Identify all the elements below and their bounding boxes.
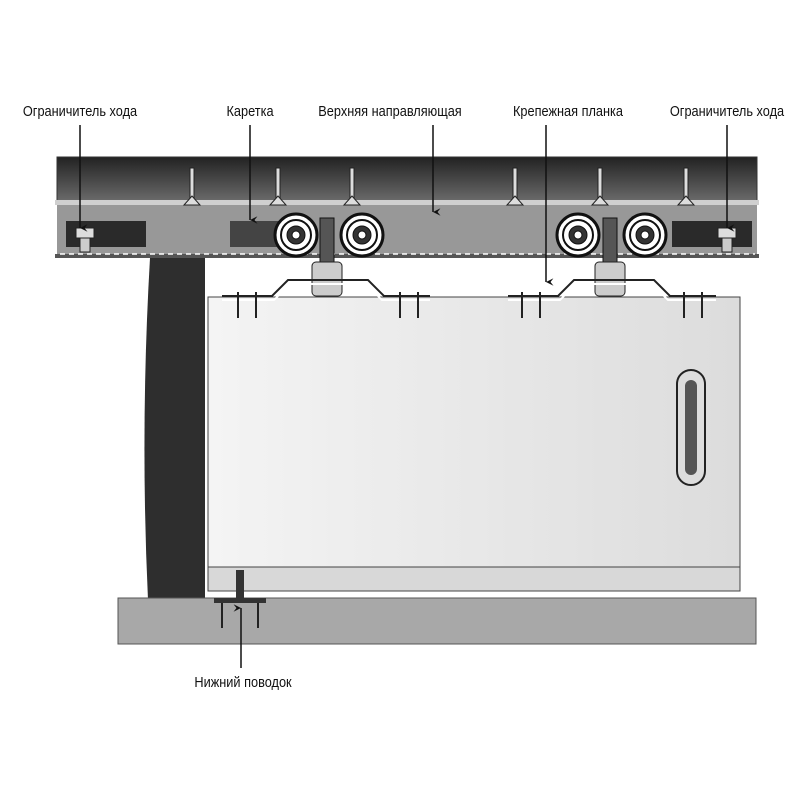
ceiling-screws <box>182 167 696 206</box>
wall <box>144 258 205 600</box>
plate-screws <box>237 292 703 318</box>
label-mounting-plate: Крепежная планка <box>513 103 623 120</box>
mounting-plates <box>222 279 716 301</box>
label-bottom-guide: Нижний поводок <box>194 674 292 691</box>
carriage-wheels <box>273 212 668 258</box>
top-rail <box>55 156 759 258</box>
door-bottom-strip <box>207 566 741 592</box>
bottom-guide <box>214 570 266 628</box>
label-top-rail: Верхняя направляющая <box>318 103 462 120</box>
carriage-right <box>594 217 626 297</box>
stopper-right <box>672 221 752 253</box>
label-stopper-left: Ограничитель хода <box>22 103 138 120</box>
label-carriage: Каретка <box>226 103 274 120</box>
floor <box>117 597 757 645</box>
label-stopper-right: Ограничитель хода <box>669 103 785 120</box>
leader-arrows <box>79 125 735 668</box>
door-panel <box>207 296 741 568</box>
